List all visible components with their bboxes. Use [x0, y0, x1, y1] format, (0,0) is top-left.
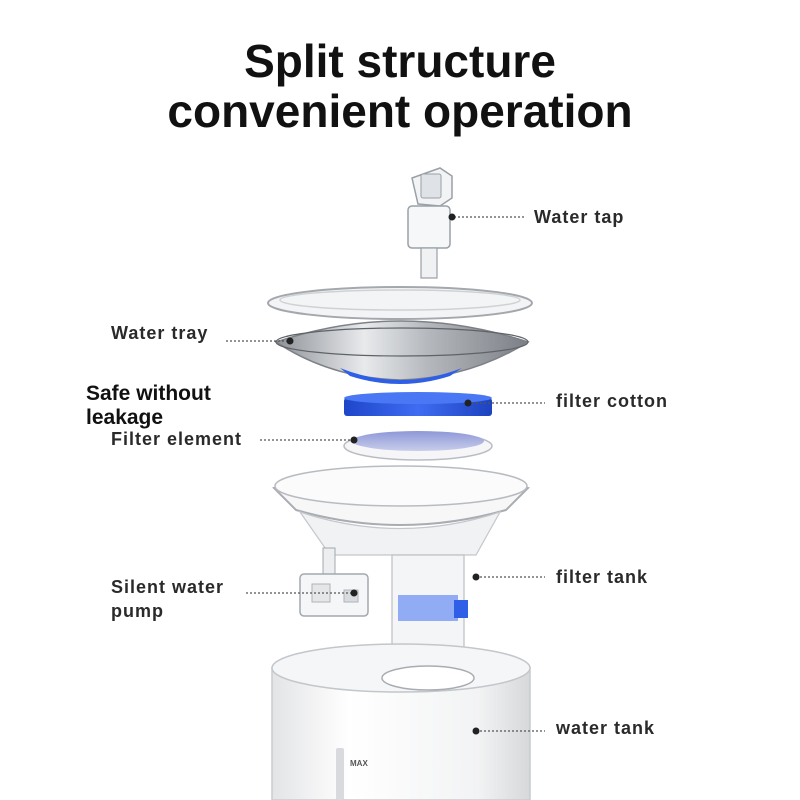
filter-tank-part — [272, 465, 530, 671]
water-tank-label: water tank — [556, 718, 656, 738]
filter-cotton-label: filter cotton — [556, 391, 668, 411]
leader-dots — [286, 213, 480, 735]
page-title-line1: Split structure — [244, 35, 556, 87]
water-pump-part — [299, 547, 369, 617]
transparent-lid-part — [267, 286, 533, 320]
water-tap-part — [407, 167, 453, 279]
water-tray-label: Water tray — [111, 323, 209, 343]
leader-lines — [226, 216, 545, 732]
filter-cotton-part — [344, 392, 492, 416]
water-tray-part — [274, 320, 530, 384]
page-title-line2: convenient operation — [167, 85, 633, 137]
filter-element-part — [343, 431, 493, 461]
silent-water-pump-label-line1: Silent water — [111, 577, 225, 597]
water-tank-part — [271, 643, 531, 800]
water-tap-label: Water tap — [534, 207, 625, 227]
silent-water-pump-label-line2: pump — [111, 601, 164, 621]
safe-without-leakage-label: Safe without leakage — [86, 382, 211, 429]
max-fill-mark: MAX — [350, 759, 368, 768]
filter-tank-label: filter tank — [556, 567, 649, 587]
filter-element-label: Filter element — [111, 429, 243, 449]
